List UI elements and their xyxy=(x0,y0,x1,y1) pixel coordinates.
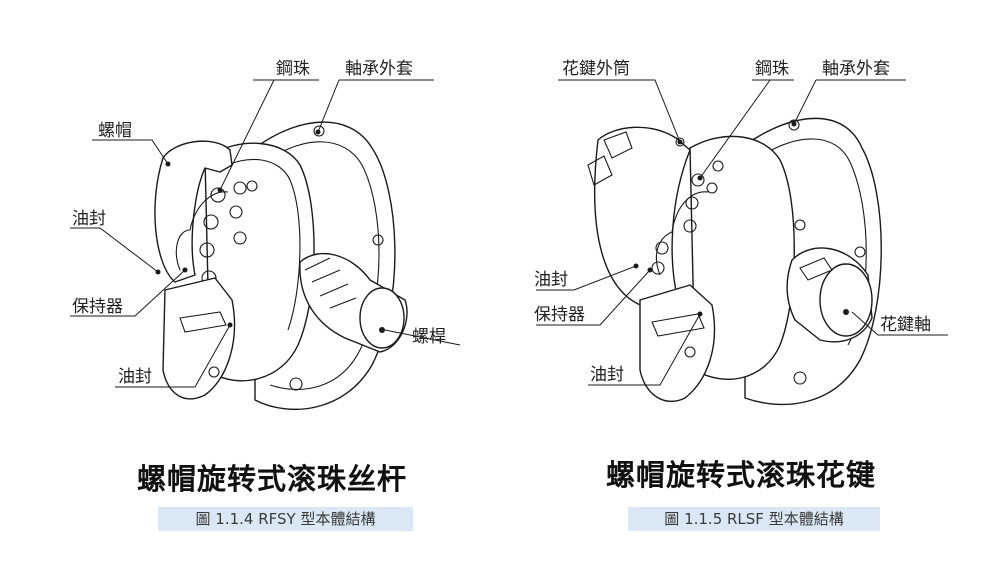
rfsy-leaders xyxy=(70,79,461,388)
rlsf-label-retainer: 保持器 xyxy=(534,305,585,325)
rlsf-title: 螺帽旋转式滚珠花键 xyxy=(606,458,877,492)
rlsf-steel-balls xyxy=(651,160,724,275)
rlsf-leaders xyxy=(536,79,948,386)
rlsf-retainer xyxy=(655,191,709,276)
rfsy-label-oil-seal-lower: 油封 xyxy=(118,367,152,387)
rlsf-label-oil-seal-lower: 油封 xyxy=(590,365,624,385)
rlsf-label-steel-ball: 鋼珠 xyxy=(755,59,789,79)
rfsy-label-retainer: 保持器 xyxy=(72,297,123,317)
rlsf-label-oil-seal-upper: 油封 xyxy=(534,270,568,290)
rfsy-label-oil-seal-upper: 油封 xyxy=(72,209,106,229)
rlsf-lower-flange xyxy=(639,284,716,403)
rlsf-label-bearing-outer: 軸承外套 xyxy=(822,59,890,79)
rfsy-label-steel-ball: 鋼珠 xyxy=(276,59,310,79)
rfsy-title: 螺帽旋转式滚珠丝杆 xyxy=(137,462,408,496)
rlsf-label-spline-shaft: 花鍵軸 xyxy=(880,315,931,335)
rlsf-caption: 圖 1.1.5 RLSF 型本體結構 xyxy=(628,507,880,531)
rlsf-drawing xyxy=(587,117,882,406)
rfsy-label-nut: 螺帽 xyxy=(98,121,132,141)
rfsy-label-screw-shaft: 螺桿 xyxy=(412,327,446,347)
rlsf-label-spline-outer: 花鍵外筒 xyxy=(562,59,630,79)
rlsf-spline-outer xyxy=(594,126,691,309)
rfsy-retainer xyxy=(175,191,229,271)
rfsy-label-bearing-outer: 軸承外套 xyxy=(345,59,413,79)
rfsy-caption: 圖 1.1.4 RFSY 型本體結構 xyxy=(158,507,413,531)
rfsy-drawing xyxy=(154,121,408,411)
